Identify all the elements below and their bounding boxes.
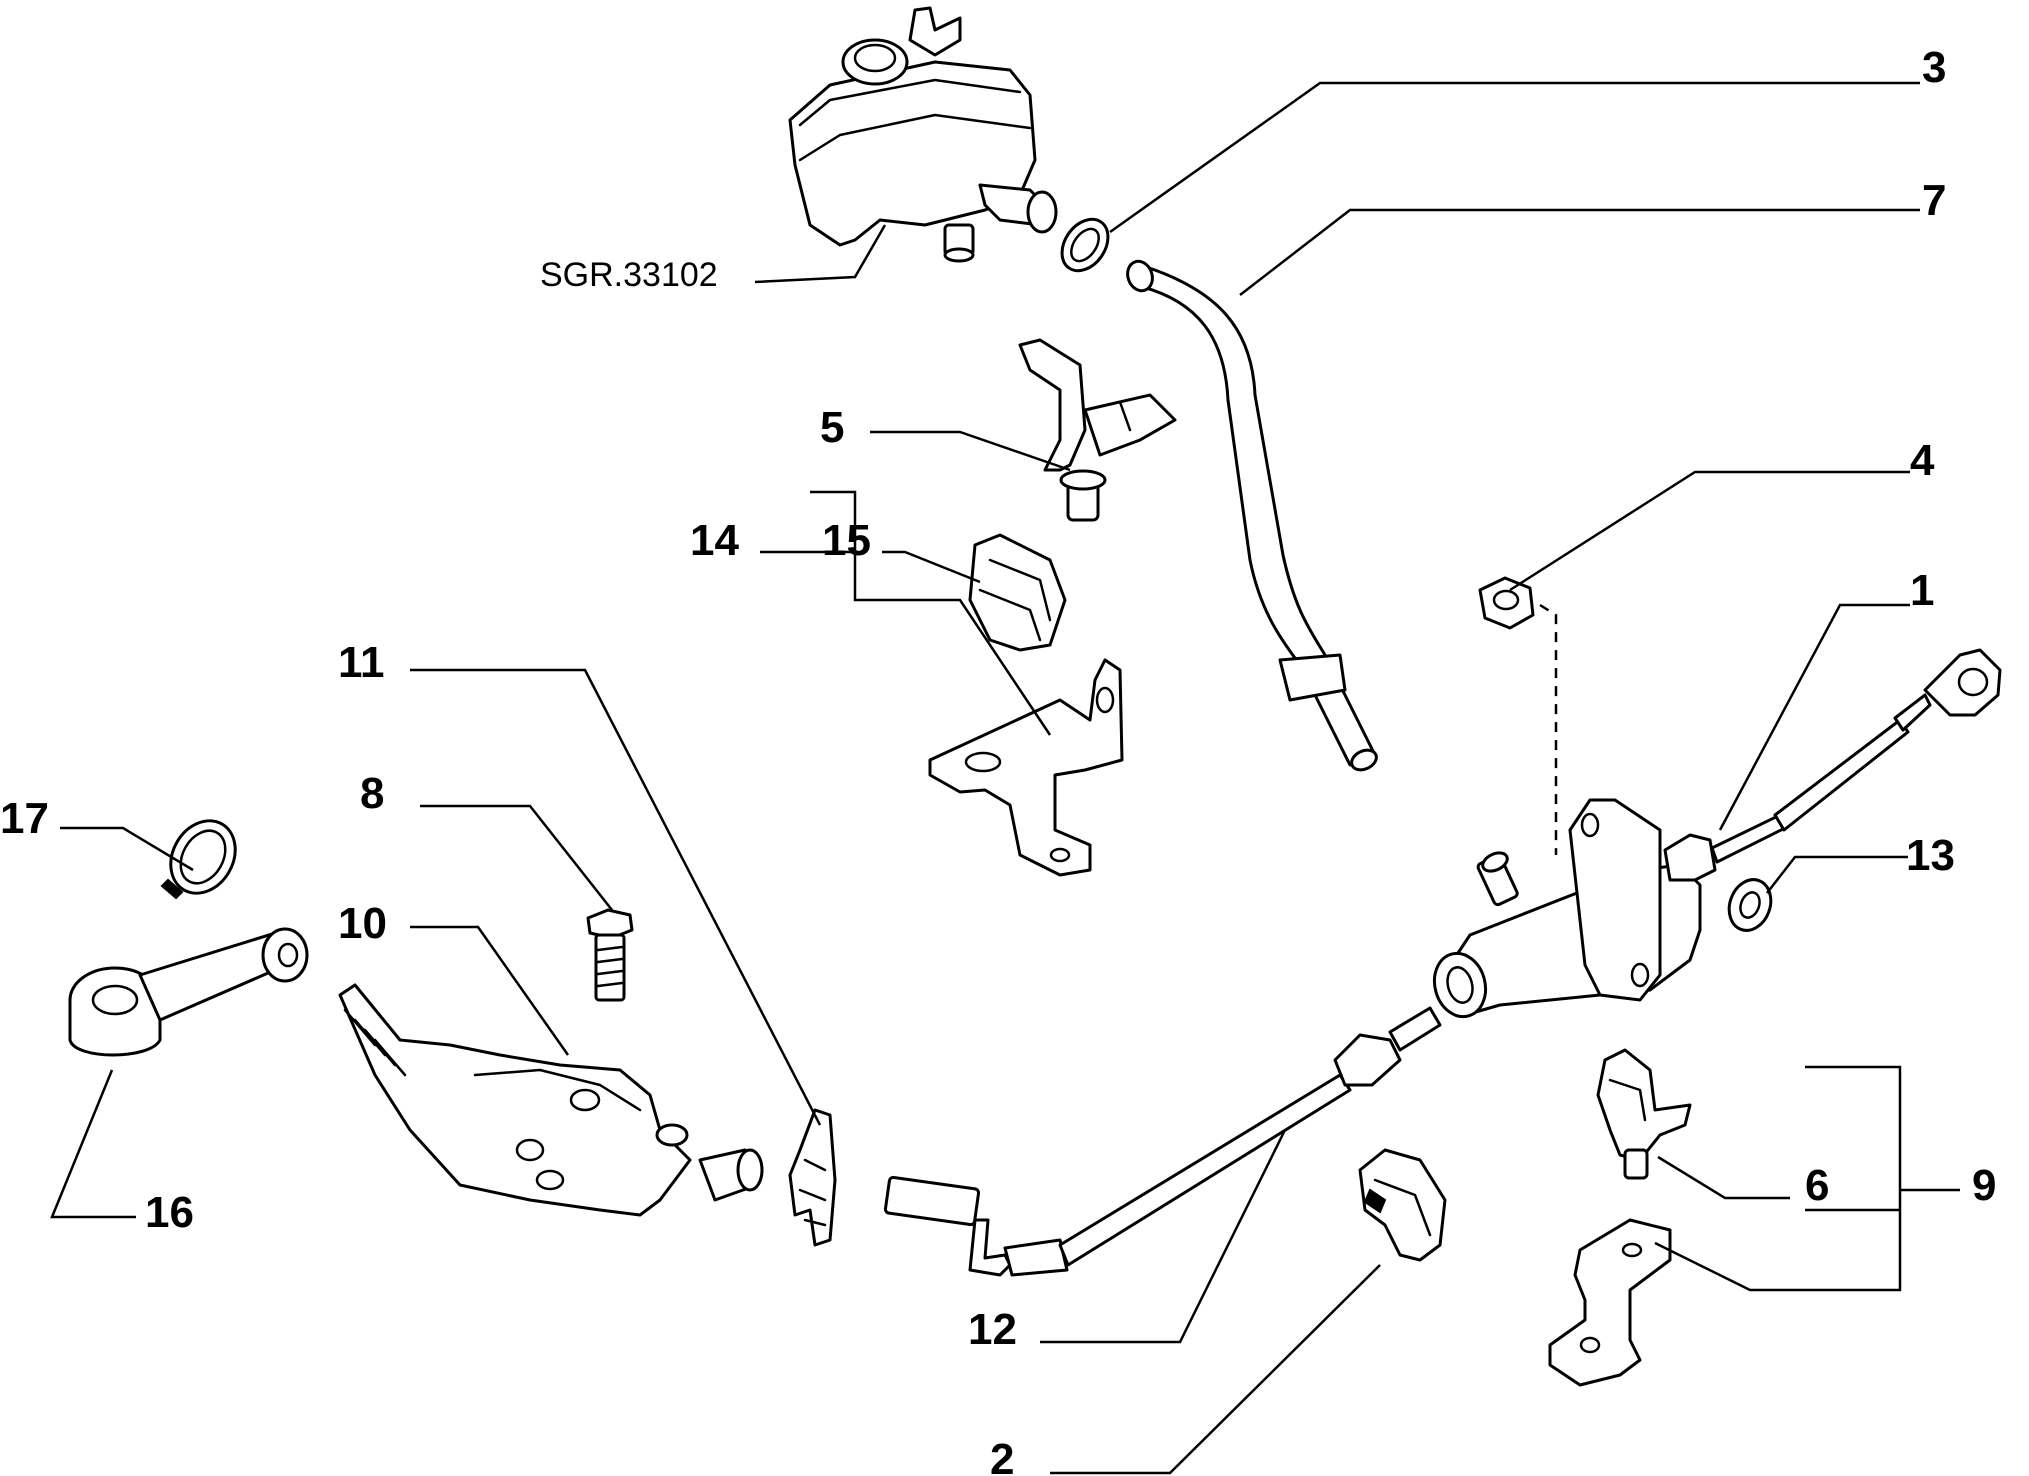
- callout-labels: SGR.33102 3 7 5 4 14 15 1 11 17 8 13 10 …: [0, 43, 1996, 1476]
- hose-clip: [1358, 1148, 1447, 1262]
- callout-2: 2: [990, 1435, 1014, 1476]
- bolt: [586, 908, 634, 1002]
- retaining-clip: [968, 533, 1067, 652]
- reservoir-hose: [1126, 259, 1378, 772]
- callout-17: 17: [0, 794, 49, 843]
- fluid-reservoir: [788, 6, 1058, 263]
- callout-3: 3: [1922, 43, 1946, 92]
- callout-1: 1: [1910, 566, 1934, 615]
- callout-9: 9: [1972, 1161, 1996, 1210]
- small-bracket: [1548, 1218, 1672, 1387]
- seal-washer: [1727, 878, 1773, 932]
- hydraulic-pipe: [883, 1006, 1442, 1277]
- clutch-slave-cylinder: [338, 983, 764, 1217]
- callout-7: 7: [1922, 176, 1946, 225]
- leader-lines: [50, 81, 1960, 1475]
- retaining-fork: [788, 1108, 837, 1247]
- callout-15: 15: [822, 516, 871, 565]
- mounting-bracket: [928, 658, 1124, 877]
- clamp-ring: [160, 819, 237, 900]
- callout-13: 13: [1906, 831, 1955, 880]
- callout-5: 5: [820, 403, 844, 452]
- hose-clamp: [1060, 217, 1110, 273]
- callout-12: 12: [968, 1305, 1017, 1354]
- callout-16: 16: [145, 1188, 194, 1237]
- hex-nut: [1478, 576, 1535, 630]
- pipe-clip: [1018, 338, 1177, 522]
- callout-14: 14: [690, 516, 739, 565]
- callout-8: 8: [360, 769, 384, 818]
- callout-11: 11: [338, 638, 385, 687]
- callout-4: 4: [1910, 436, 1935, 485]
- callout-6: 6: [1805, 1161, 1829, 1210]
- pipe-clip-small: [1596, 1048, 1692, 1180]
- callout-10: 10: [338, 899, 387, 948]
- clutch-master-cylinder: [1432, 648, 2002, 1019]
- release-lever: [68, 927, 309, 1057]
- reference-code-label: SGR.33102: [540, 256, 718, 294]
